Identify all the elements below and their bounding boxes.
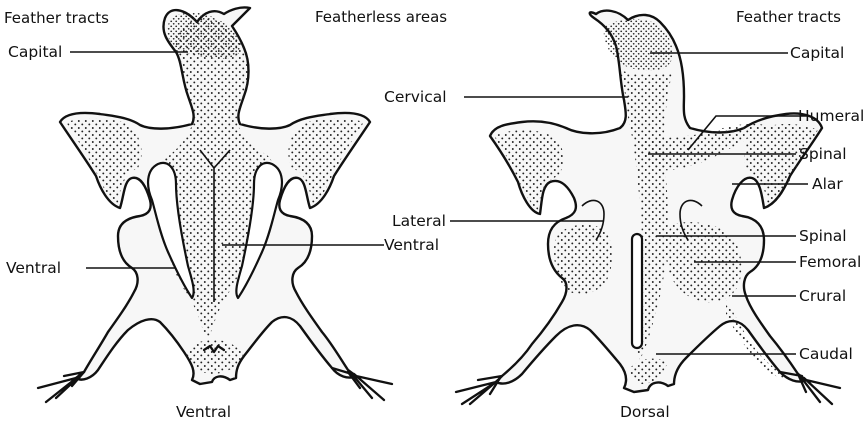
label-alar: Alar <box>812 175 843 193</box>
label-spinal-lower: Spinal <box>799 227 847 245</box>
label-cervical: Cervical <box>384 88 447 106</box>
header-featherless-areas: Featherless areas <box>315 8 447 26</box>
dorsal-spinal-apterium <box>632 234 642 348</box>
caption-dorsal-view: Dorsal <box>620 403 670 421</box>
label-ventral-tract-left: Ventral <box>6 259 61 277</box>
label-capital-left: Capital <box>8 43 62 61</box>
header-feather-tracts-left: Feather tracts <box>4 9 109 27</box>
label-crural: Crural <box>799 287 846 305</box>
label-femoral: Femoral <box>799 253 861 271</box>
label-lateral: Lateral <box>392 212 446 230</box>
header-feather-tracts-right: Feather tracts <box>736 8 841 26</box>
dorsal-stipple-wing-right <box>744 124 818 206</box>
dorsal-stipple-lateral <box>554 225 612 295</box>
caption-ventral-view: Ventral <box>176 403 231 421</box>
dorsal-stipple-wing-left <box>494 130 564 210</box>
label-capital-right: Capital <box>790 44 844 62</box>
label-caudal: Caudal <box>799 345 853 363</box>
ventral-bird <box>38 7 392 402</box>
dorsal-bird <box>456 11 840 404</box>
label-ventral-tract-right: Ventral <box>384 236 439 254</box>
label-spinal-upper: Spinal <box>799 145 847 163</box>
label-humeral: Humeral <box>798 107 864 125</box>
